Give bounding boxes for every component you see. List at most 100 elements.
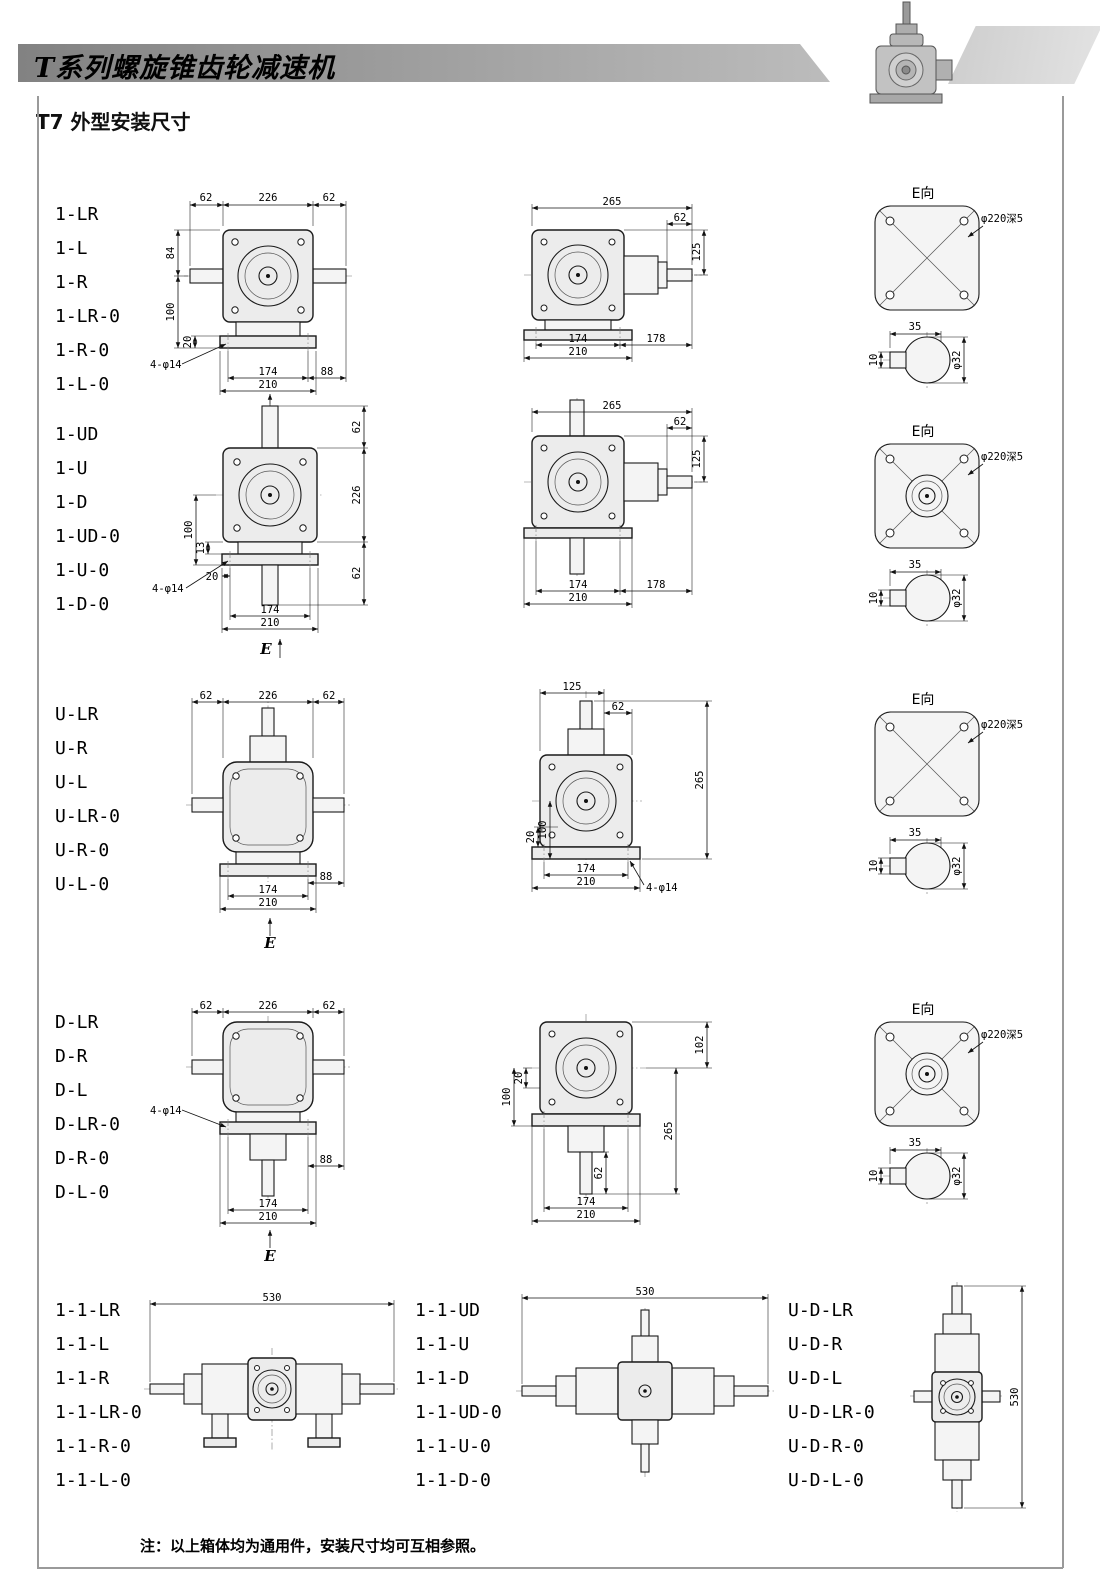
- dim-label: 178: [647, 333, 666, 345]
- header-decoration: [948, 26, 1100, 84]
- dim-label: 226: [351, 486, 363, 505]
- row5-double-shaft-drawing: 530: [144, 1292, 400, 1450]
- dim-label: φ32: [951, 351, 963, 370]
- dim-label: 62: [323, 690, 336, 702]
- row2-side-view-drawing: 265 62 125 174 178 210: [523, 398, 708, 608]
- dim-label: 210: [577, 1209, 596, 1221]
- dim-label: 84: [165, 247, 177, 260]
- dim-label: 62: [674, 416, 687, 428]
- row5-four-shaft-drawing: 530: [516, 1286, 774, 1478]
- dim-label: 226: [259, 1000, 278, 1012]
- dim-label: 62: [593, 1167, 605, 1180]
- model-label: 1-LR-0: [55, 306, 121, 327]
- model-label: 1-D: [55, 492, 88, 513]
- row3-front-view-drawing: 62 226 62 88 174 210 E: [186, 690, 350, 952]
- view-direction-label: E: [263, 934, 276, 952]
- section-title: T7 外型安装尺寸: [36, 110, 191, 134]
- dim-label: 88: [321, 366, 334, 378]
- dim-label: 62: [200, 192, 213, 204]
- page-title: T系列螺旋锥齿轮减速机: [34, 53, 336, 84]
- model-label: U-R-0: [55, 840, 110, 861]
- dim-label: 88: [320, 871, 333, 883]
- flange-note: φ220深5: [981, 451, 1023, 463]
- e-view-title: E向: [912, 186, 935, 202]
- footer-note: 注：以上箱体均为通用件，安装尺寸均可互相参照。: [140, 1537, 486, 1555]
- dim-label: 174: [259, 1198, 278, 1210]
- dim-label: 10: [868, 354, 880, 367]
- dim-label: 20: [206, 571, 219, 583]
- dim-label: 20: [513, 1072, 525, 1085]
- view-direction-label: E: [259, 640, 272, 658]
- dim-label: 210: [577, 876, 596, 888]
- dim-label: 174: [259, 884, 278, 896]
- dimensions: 62 226 62 4-φ14 88 174 210 E: [150, 1000, 345, 1265]
- hole-note: 4-φ14: [150, 1105, 182, 1117]
- dimensions: 125 62 265 20 100 4-φ14 174 210: [525, 681, 712, 894]
- dim-label: 10: [868, 860, 880, 873]
- dim-label: φ32: [951, 857, 963, 876]
- dimensions: 530: [149, 1292, 395, 1382]
- model-label: 1-1-UD-0: [415, 1402, 502, 1423]
- model-label: D-LR: [55, 1012, 99, 1033]
- row4-front-view-drawing: 62 226 62 4-φ14 88 174 210 E: [150, 1000, 350, 1265]
- flange-face: [874, 205, 980, 311]
- model-label: 1-LR: [55, 204, 99, 225]
- row3-side-view-drawing: 125 62 265 20 100 4-φ14 174 210: [525, 681, 712, 894]
- hole-note: 4-φ14: [152, 583, 184, 595]
- flange-note: φ220深5: [981, 213, 1023, 225]
- model-label: U-LR: [55, 704, 99, 725]
- model-label: 1-U-0: [55, 560, 110, 581]
- model-list-row5-group2: 1-1-UD 1-1-U 1-1-D 1-1-UD-0 1-1-U-0 1-1-…: [415, 1294, 502, 1498]
- model-label: 1-1-LR-0: [55, 1402, 142, 1423]
- dim-label: 62: [674, 212, 687, 224]
- hole-note: 4-φ14: [150, 359, 182, 371]
- dim-label: 210: [569, 592, 588, 604]
- model-label: D-R-0: [55, 1148, 110, 1169]
- model-label: 1-R-0: [55, 340, 110, 361]
- row1-e-view-drawing: E向 φ220深5 35 10 φ32: [868, 186, 1023, 388]
- model-label: D-LR-0: [55, 1114, 121, 1135]
- model-list-row3: U-LR U-R U-L U-LR-0 U-R-0 U-L-0: [55, 698, 120, 902]
- e-view-title: E向: [912, 1002, 935, 1018]
- gearbox-side-view: [531, 691, 642, 865]
- dim-label: 35: [909, 827, 922, 839]
- dim-label: 62: [200, 1000, 213, 1012]
- model-label: 1-1-R: [55, 1368, 110, 1389]
- row1-front-view-drawing: 62 226 62 84 100 20 4-φ14 174 88 210 E: [150, 192, 352, 429]
- dim-label: 265: [603, 400, 622, 412]
- dim-label: 102: [694, 1036, 706, 1055]
- dim-label: 125: [691, 243, 703, 262]
- dim-label: 62: [200, 690, 213, 702]
- gearbox-side-view: [523, 398, 702, 576]
- row1-side-view-drawing: 265 62 125 174 178 210: [523, 196, 708, 362]
- dim-label: 100: [165, 303, 177, 322]
- dim-label: 20: [525, 831, 537, 844]
- page-border-right: [1062, 96, 1064, 1568]
- dim-label: 20: [182, 336, 194, 349]
- row3-e-view-drawing: E向 φ220深5 35 10 φ32: [868, 692, 1023, 894]
- model-label: U-D-R: [788, 1334, 843, 1355]
- shaft-section: 35 10 φ32: [868, 559, 968, 626]
- model-label: 1-UD: [55, 424, 99, 445]
- e-view-title: E向: [912, 692, 935, 708]
- dim-label: 35: [909, 321, 922, 333]
- dim-label: 265: [663, 1122, 675, 1141]
- dim-label: 210: [261, 617, 280, 629]
- dimensions: 265 62 125 174 178 210: [523, 400, 708, 608]
- dim-label: 174: [259, 366, 278, 378]
- dim-label: 62: [351, 421, 363, 434]
- gearbox-front-view: [184, 229, 352, 351]
- view-direction-label: E: [263, 1247, 276, 1265]
- dim-label: 62: [323, 1000, 336, 1012]
- dimensions: 62 226 62 88 174 210 E: [191, 690, 345, 952]
- model-label: D-L-0: [55, 1182, 110, 1203]
- model-label: D-L: [55, 1080, 88, 1101]
- dim-label: 13: [195, 542, 207, 555]
- dim-label: 210: [259, 897, 278, 909]
- dim-label: 10: [868, 1170, 880, 1183]
- model-label: U-L-0: [55, 874, 110, 895]
- dim-label: 62: [323, 192, 336, 204]
- model-list-row1: 1-LR 1-L 1-R 1-LR-0 1-R-0 1-L-0: [55, 198, 120, 402]
- dim-label: 530: [263, 1292, 282, 1304]
- model-label: 1-1-L-0: [55, 1470, 131, 1491]
